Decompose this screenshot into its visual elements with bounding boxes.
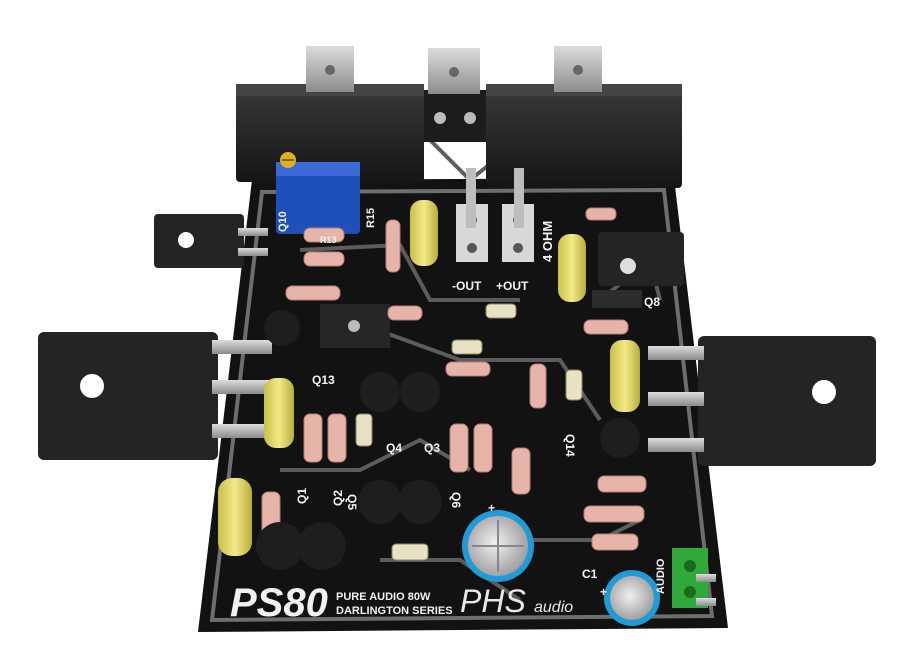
maker-logo-script: PHS [460, 583, 526, 619]
label-q8: Q8 [644, 295, 660, 309]
electrolytic-cap-large [462, 510, 534, 582]
label-c1: C1 [582, 567, 598, 581]
board-outline-trace [209, 187, 715, 623]
left-large-transistor [38, 332, 272, 460]
audio-terminal [672, 548, 716, 608]
brand-tagline-1: PURE AUDIO 80W [336, 591, 431, 603]
diodes [355, 303, 583, 561]
label-audio: AUDIO [655, 558, 667, 594]
label-q5: Q5 [345, 494, 359, 510]
label-plus-c1: + [600, 585, 607, 599]
label-plus-cap: + [488, 501, 495, 515]
q8-transistor [592, 232, 684, 308]
label-out-neg: -OUT [452, 279, 482, 293]
film-capacitors [218, 200, 640, 556]
resistors [261, 207, 647, 551]
label-q3: Q3 [424, 441, 440, 455]
label-impedance: 4 OHM [540, 221, 555, 262]
trim-pot [276, 152, 360, 234]
label-q13: Q13 [312, 373, 335, 387]
maker-logo-sub: audio [534, 599, 573, 616]
label-r15: R15 [365, 208, 377, 228]
label-q2: Q2 [331, 490, 345, 506]
label-q6: Q6 [449, 492, 463, 508]
label-q14: Q14 [563, 434, 577, 457]
label-out-pos: +OUT [496, 279, 529, 293]
left-small-transistor [154, 214, 268, 268]
center-to220 [320, 304, 390, 348]
right-large-transistor [648, 336, 876, 466]
electrolytic-cap-c1 [604, 570, 660, 626]
spade-terminals [306, 46, 602, 94]
label-r13: R13 [320, 235, 337, 245]
top-center-block [424, 90, 486, 142]
label-q4: Q4 [386, 441, 402, 455]
label-q1: Q1 [295, 488, 309, 504]
small-signal-transistors [256, 310, 640, 570]
brand-tagline-2: DARLINGTON SERIES [336, 605, 453, 617]
label-q10: Q10 [277, 211, 289, 232]
output-pins [456, 168, 534, 262]
brand-logo: PS80 [230, 581, 328, 625]
